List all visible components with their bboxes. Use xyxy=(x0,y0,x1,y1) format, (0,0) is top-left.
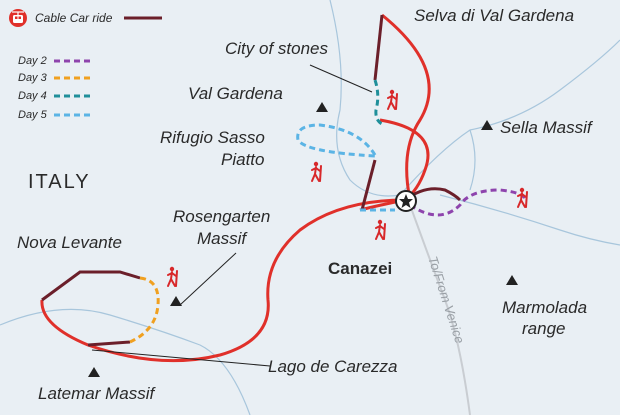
label-marmolada-line2: range xyxy=(522,319,565,338)
label-rifugio-line2: Piatto xyxy=(221,150,264,169)
legend-cable-car-label: Cable Car ride xyxy=(35,11,113,25)
region-border xyxy=(0,308,251,415)
cable-car-line xyxy=(41,270,141,302)
legend: Cable Car ride Day 2 Day 3 Day 4 Day 5 xyxy=(9,9,162,121)
label-lago: Lago de Carezza xyxy=(268,357,397,376)
label-rifugio: Rifugio Sasso xyxy=(160,128,265,147)
route-line xyxy=(381,13,431,201)
road-line xyxy=(409,204,471,415)
legend-day3-label: Day 3 xyxy=(18,72,48,84)
label-rosengarten: Rosengarten xyxy=(173,207,270,226)
star-marker-icon xyxy=(395,190,417,212)
label-rosengarten-line2: Massif xyxy=(197,229,248,248)
cable-car-icon xyxy=(9,9,27,27)
cable-car-line xyxy=(360,159,377,211)
day4-trail xyxy=(373,79,383,126)
label-canazei: Canazei xyxy=(328,259,392,278)
label-marmolada: Marmolada xyxy=(502,298,587,317)
legend-day4-label: Day 4 xyxy=(18,90,47,102)
leader-line xyxy=(91,349,271,367)
day3-trail xyxy=(129,276,160,344)
label-latemar: Latemar Massif xyxy=(38,384,156,403)
day5-trail xyxy=(296,123,377,158)
label-sella: Sella Massif xyxy=(500,118,594,137)
legend-day2-label: Day 2 xyxy=(18,55,47,67)
cable-car-line xyxy=(373,14,384,81)
cable-car-line xyxy=(404,187,462,202)
label-selva: Selva di Val Gardena xyxy=(414,6,574,25)
label-val-gardena: Val Gardena xyxy=(188,84,283,103)
leader-line xyxy=(309,64,373,93)
region-border xyxy=(439,194,620,246)
legend-day5-label: Day 5 xyxy=(18,109,48,121)
cable-car-line xyxy=(87,340,131,347)
label-nova-levante: Nova Levante xyxy=(17,233,122,252)
day2-trail xyxy=(409,188,527,217)
route-line xyxy=(379,118,430,202)
label-country: ITALY xyxy=(28,171,91,193)
label-city-of-stones: City of stones xyxy=(225,39,328,58)
leader-line xyxy=(179,252,237,306)
route-line xyxy=(40,198,406,363)
region-border xyxy=(469,129,476,191)
